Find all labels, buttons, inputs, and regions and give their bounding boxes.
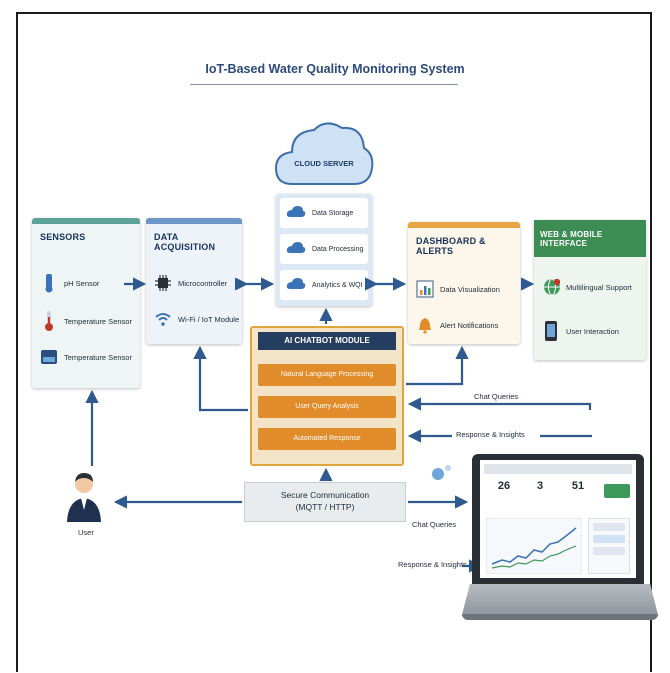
laptop-base-edge xyxy=(462,614,658,620)
laptop-icon: 26 3 51 xyxy=(472,454,644,584)
daq-header: DATA ACQUISITION xyxy=(154,232,216,252)
user-icon xyxy=(67,473,101,522)
laptop-screen-toolbar xyxy=(484,464,632,474)
wifi-icon xyxy=(154,310,172,328)
sensor-row-temperature: Temperature Sensor xyxy=(40,311,132,331)
laptop-status-button xyxy=(604,484,630,498)
sensor-row-ph: pH Sensor xyxy=(40,274,100,293)
cloud-icon xyxy=(286,205,306,221)
laptop-dashboard-screen: 26 3 51 xyxy=(480,460,636,578)
dashboard-row-visualization: Data Visualization xyxy=(416,280,500,298)
cloud-item-data-storage: Data Storage xyxy=(280,198,368,228)
daq-label: Microcontroller xyxy=(178,278,228,288)
daq-label: Wi-Fi / IoT Module xyxy=(178,314,240,324)
data-acquisition-panel: DATA ACQUISITION Microcontroller Wi-Fi /… xyxy=(146,218,242,344)
response-insights-label-bottom: Response & Insights xyxy=(398,560,467,569)
secure-communication-box: Secure Communication (MQTT / HTTP) xyxy=(244,482,406,522)
cloud-icon xyxy=(286,277,306,293)
ai-item-automated-response: Automated Response xyxy=(258,428,396,450)
web-label: Multilingual Support xyxy=(566,282,632,292)
dashboard-row-alerts: Alert Notifications xyxy=(416,316,498,334)
response-insights-label-top: Response & Insights xyxy=(456,430,525,439)
web-row-user-interaction: User Interaction xyxy=(542,321,619,341)
secure-line-2: (MQTT / HTTP) xyxy=(295,502,355,512)
web-mobile-panel: WEB & MOBILE INTERFACE Multilingual Supp… xyxy=(534,220,646,360)
arrow-ai-to-dashboard xyxy=(406,345,469,386)
cloud-icon xyxy=(286,241,306,257)
cloud-services-panel: Data Storage Data Processing Analytics &… xyxy=(276,194,372,306)
chip-icon xyxy=(154,274,172,292)
secure-line-1: Secure Communication xyxy=(280,490,370,500)
cloud-item-data-processing: Data Processing xyxy=(280,234,368,264)
daq-row-microcontroller: Microcontroller xyxy=(154,274,227,292)
chart-icon xyxy=(416,280,434,298)
thermometer-icon xyxy=(40,311,58,331)
ai-chatbot-header: AI CHATBOT MODULE xyxy=(258,332,396,350)
laptop-chat-panel xyxy=(588,518,630,574)
arrow-chat-queries-top xyxy=(407,397,592,411)
dashboard-alerts-panel: DASHBOARD & ALERTS Data Visualization Al… xyxy=(408,222,520,344)
cloud-item-label: Analytics & WQI xyxy=(312,281,363,289)
title-underline xyxy=(190,84,458,85)
globe-icon xyxy=(542,278,560,296)
chat-bubble-icon xyxy=(432,465,451,480)
cloud-server-label: CLOUD SERVER xyxy=(294,159,354,168)
cloud-item-label: Data Storage xyxy=(312,209,354,217)
ph-sensor-icon xyxy=(40,274,58,293)
web-label: User Interaction xyxy=(566,326,619,336)
chat-queries-label-bottom: Chat Queries xyxy=(412,520,457,529)
figure-frame xyxy=(16,12,652,672)
sensor-device-icon xyxy=(40,348,58,366)
cloud-item-analytics: Analytics & WQI xyxy=(280,270,368,300)
ai-item-nlp: Natural Language Processing xyxy=(258,364,396,386)
sensors-panel: SENSORS pH Sensor Temperature Sensor Tem… xyxy=(32,218,140,388)
user-label: User xyxy=(78,528,94,537)
chat-queries-label-top: Chat Queries xyxy=(474,392,519,401)
sensor-label: pH Sensor xyxy=(64,278,100,288)
ai-item-query-analysis: User Query Analysis xyxy=(258,396,396,418)
cloud-item-label: Data Processing xyxy=(312,245,364,253)
sensors-header: SENSORS xyxy=(40,232,86,242)
ai-chatbot-module: AI CHATBOT MODULE Natural Language Proce… xyxy=(250,326,404,466)
dashboard-label: Data Visualization xyxy=(440,284,500,294)
mobile-phone-icon xyxy=(542,321,560,341)
sensor-label: Temperature Sensor xyxy=(64,352,132,362)
sensor-row-temperature-2: Temperature Sensor xyxy=(40,348,132,366)
daq-row-wifi: Wi-Fi / IoT Module xyxy=(154,310,239,328)
alert-bell-icon xyxy=(416,316,434,334)
sensor-label: Temperature Sensor xyxy=(64,316,132,326)
laptop-kpi-1: 26 xyxy=(497,480,511,492)
dashboard-header: DASHBOARD & ALERTS xyxy=(416,236,486,256)
laptop-line-chart xyxy=(486,518,582,574)
laptop-kpi-3: 51 xyxy=(571,480,585,492)
web-row-multilingual: Multilingual Support xyxy=(542,278,632,296)
web-header: WEB & MOBILE INTERFACE xyxy=(534,220,646,257)
diagram-title: IoT-Based Water Quality Monitoring Syste… xyxy=(205,62,465,76)
arrow-ai-to-daq xyxy=(193,345,248,412)
cloud-server-icon: CLOUD SERVER xyxy=(274,122,374,185)
laptop-kpi-2: 3 xyxy=(536,480,544,492)
laptop-keyboard-base xyxy=(462,584,658,615)
dashboard-label: Alert Notifications xyxy=(440,320,499,330)
